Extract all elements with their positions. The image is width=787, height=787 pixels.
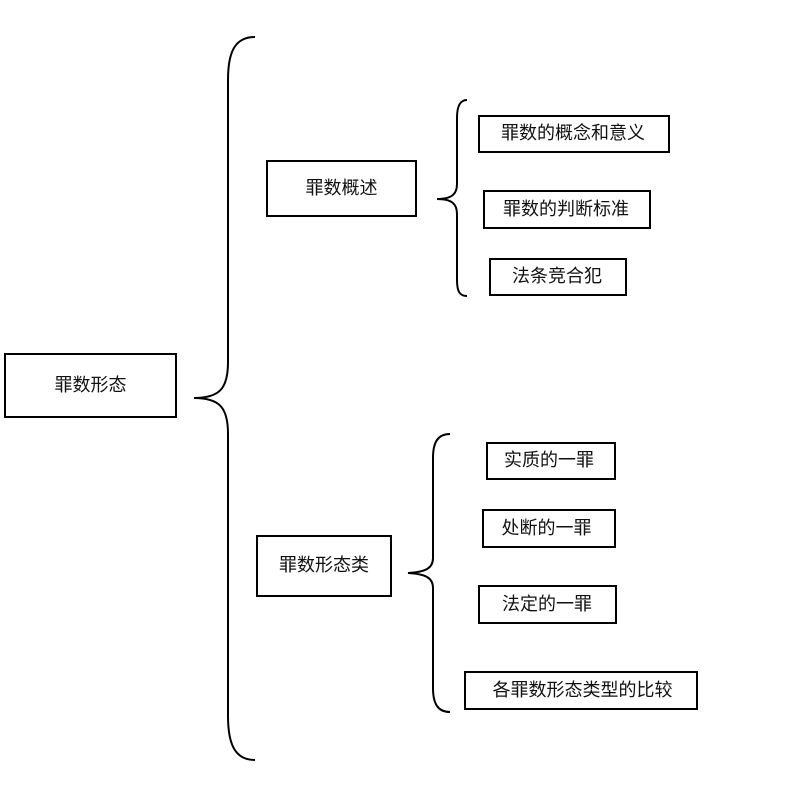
leaf-node-label: 罪数的判断标准 (503, 198, 629, 220)
branch-node-label: 罪数概述 (305, 177, 378, 199)
leaf-node-label: 实质的一罪 (504, 450, 594, 471)
leaf-node-label: 各罪数形态类型的比较 (492, 679, 673, 701)
branch-node-overview: 罪数概述 (266, 160, 417, 217)
leaf-node: 处断的一罪 (482, 509, 616, 548)
leaf-node-label: 处断的一罪 (501, 517, 592, 539)
branch-node-label: 罪数形态类 (279, 555, 369, 576)
leaf-node: 罪数的判断标准 (483, 190, 651, 229)
leaf-node: 实质的一罪 (486, 442, 616, 480)
leaf-node: 罪数的概念和意义 (478, 115, 670, 153)
leaf-node: 法条竞合犯 (489, 258, 627, 296)
types-brace (407, 433, 451, 713)
leaf-node-label: 法定的一罪 (502, 593, 592, 615)
overview-brace (436, 99, 468, 297)
leaf-node: 法定的一罪 (478, 585, 617, 624)
root-brace (193, 36, 256, 761)
branch-node-types: 罪数形态类 (256, 535, 392, 597)
leaf-node: 各罪数形态类型的比较 (464, 671, 698, 710)
leaf-node-label: 法条竞合犯 (512, 266, 602, 287)
root-node-label: 罪数形态 (54, 374, 127, 396)
leaf-node-label: 罪数的概念和意义 (501, 123, 645, 144)
root-node: 罪数形态 (4, 353, 177, 418)
